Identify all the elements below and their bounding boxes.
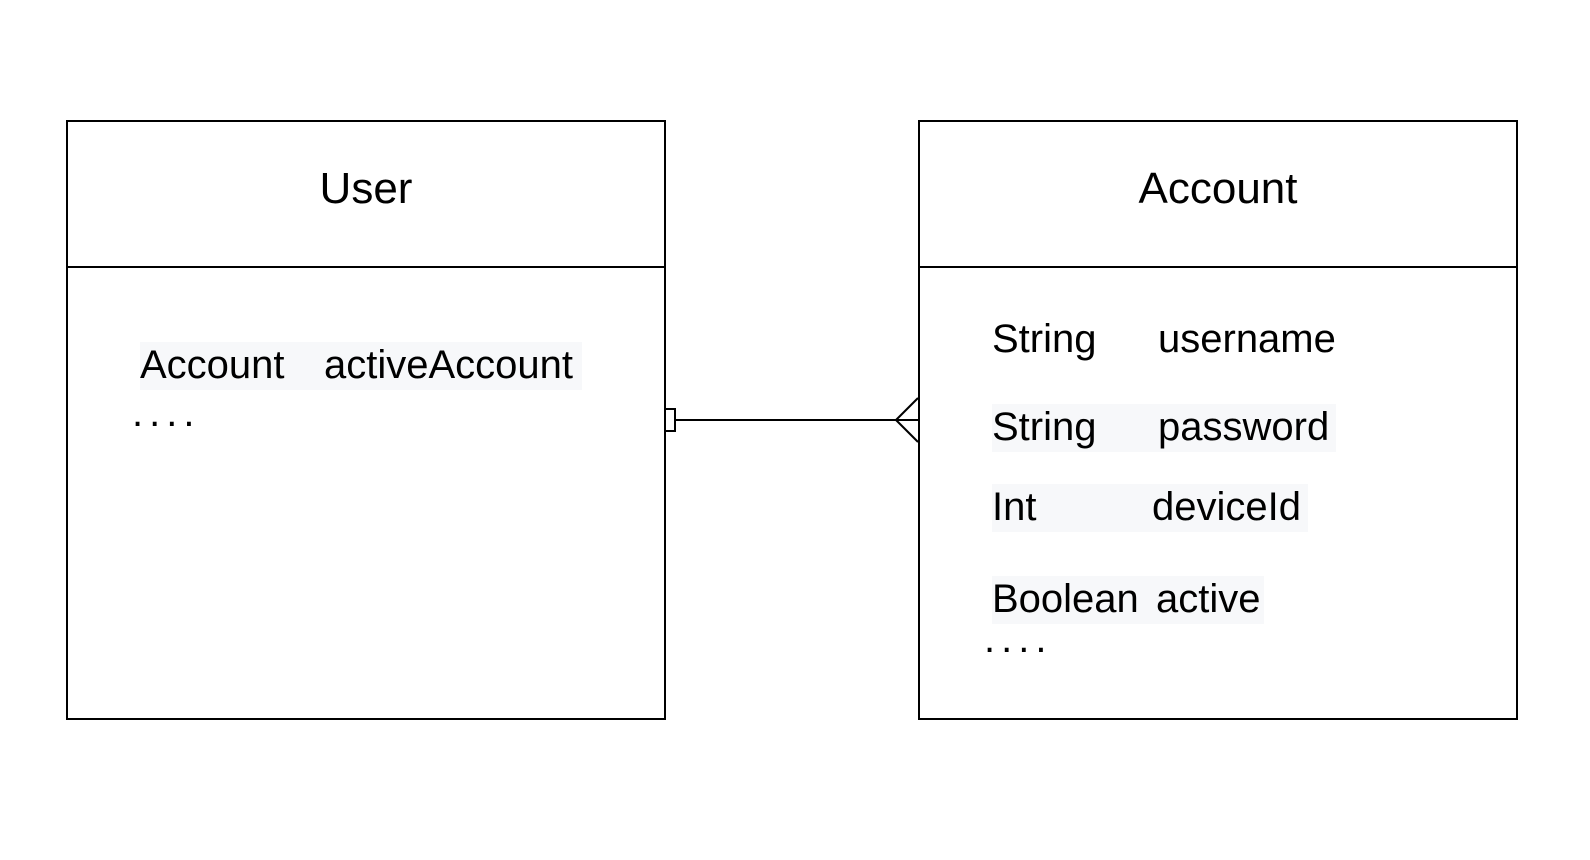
user-entity[interactable]: User Account activeAccount .... xyxy=(66,120,666,720)
user-attribute-row: Account activeAccount xyxy=(140,342,582,390)
account-entity-header: Account xyxy=(920,122,1516,268)
attribute-type: Int xyxy=(992,485,1037,529)
attribute-name: deviceId xyxy=(1152,485,1301,529)
many-end-crows-foot xyxy=(895,397,919,443)
account-entity[interactable]: Account String username String password … xyxy=(918,120,1518,720)
user-more-attributes: .... xyxy=(132,391,201,435)
account-attribute-row: Int deviceId xyxy=(992,484,1308,532)
attribute-type: String xyxy=(992,317,1097,361)
account-more-attributes: .... xyxy=(984,617,1053,661)
attribute-type: Account xyxy=(140,343,285,387)
account-attribute-row: String username xyxy=(992,316,1342,364)
attribute-name: active xyxy=(1156,577,1261,621)
attribute-name: activeAccount xyxy=(324,343,574,387)
attribute-name: username xyxy=(1158,317,1336,361)
account-entity-title: Account xyxy=(1138,164,1298,213)
account-attribute-row: Boolean active xyxy=(992,576,1264,624)
attribute-type: String xyxy=(992,405,1097,449)
attribute-type: Boolean xyxy=(992,577,1139,621)
user-entity-title: User xyxy=(319,164,413,213)
attribute-name: password xyxy=(1158,405,1330,449)
user-entity-header: User xyxy=(68,122,664,268)
account-attribute-row: String password xyxy=(992,404,1336,452)
